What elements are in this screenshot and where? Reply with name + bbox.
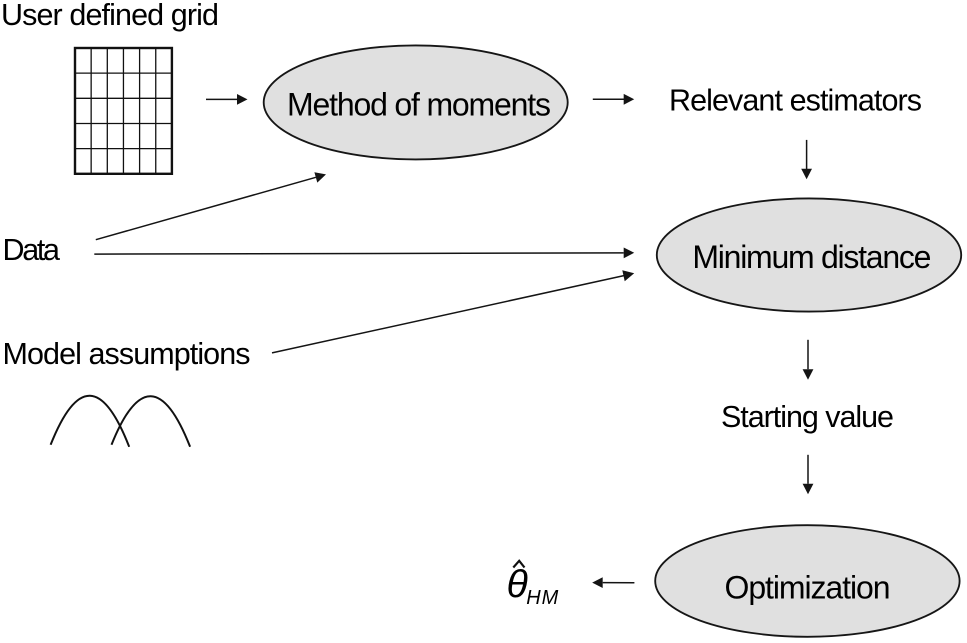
svg-text:HM: HM bbox=[526, 587, 558, 609]
svg-text:Relevant estimators: Relevant estimators bbox=[669, 83, 922, 117]
svg-text:User defined grid: User defined grid bbox=[1, 0, 219, 32]
svg-text:Optimization: Optimization bbox=[725, 570, 891, 606]
svg-text:Starting value: Starting value bbox=[721, 400, 894, 434]
svg-text:θ: θ bbox=[507, 562, 528, 606]
svg-text:Method of moments: Method of moments bbox=[287, 87, 551, 123]
svg-text:Minimum distance: Minimum distance bbox=[692, 239, 931, 275]
svg-text:Data: Data bbox=[3, 233, 61, 267]
svg-text:Model assumptions: Model assumptions bbox=[3, 337, 251, 371]
